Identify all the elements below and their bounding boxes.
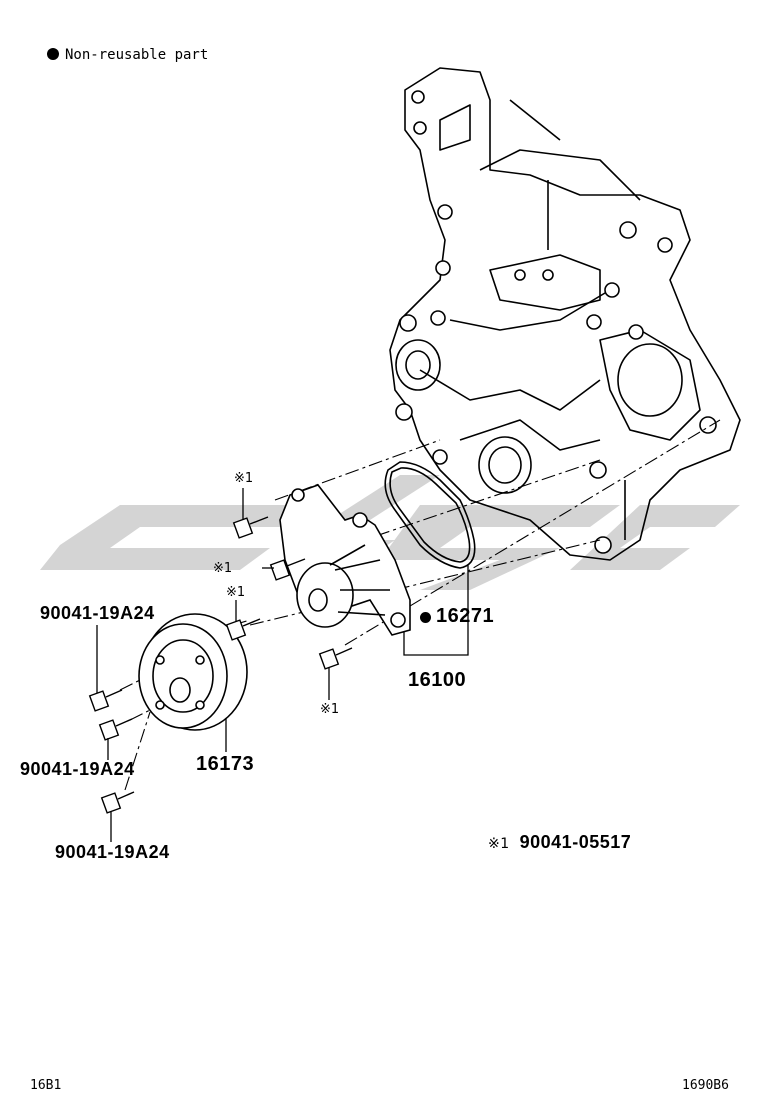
part-label-bolt-a[interactable]: 90041-19A24 bbox=[40, 603, 155, 623]
footnote-part[interactable]: 90041-05517 bbox=[519, 832, 632, 852]
cover-bolt-holes bbox=[395, 90, 717, 554]
bolt-2 bbox=[269, 558, 306, 581]
water-pump bbox=[279, 484, 411, 636]
pulley bbox=[138, 613, 248, 731]
callout-mark-2: ※1 bbox=[213, 561, 233, 576]
part-label-pulley[interactable]: 16173 bbox=[196, 753, 255, 775]
gasket bbox=[384, 461, 476, 569]
footer-right-code: 1690B6 bbox=[682, 1078, 729, 1093]
part-label-bolt-c[interactable]: 90041-19A24 bbox=[55, 842, 170, 862]
footnote-mark: ※1 bbox=[488, 836, 510, 852]
bolt-5 bbox=[88, 689, 123, 712]
bolt-6 bbox=[98, 718, 133, 741]
bolt-4 bbox=[318, 647, 353, 670]
callout-mark-1: ※1 bbox=[234, 471, 254, 486]
part-label-gasket[interactable]: 16271 bbox=[420, 605, 494, 628]
bolt-1 bbox=[232, 516, 269, 539]
footer-left-code: 16B1 bbox=[30, 1078, 62, 1093]
part-label-bolt-b[interactable]: 90041-19A24 bbox=[20, 759, 135, 779]
bolt-3 bbox=[225, 618, 261, 641]
non-reusable-dot-icon bbox=[47, 48, 59, 60]
leader-lines bbox=[96, 488, 469, 842]
non-reusable-dot-icon bbox=[420, 612, 431, 623]
legend: Non-reusable part bbox=[47, 47, 208, 63]
timing-cover bbox=[389, 67, 741, 561]
part-label-water-pump[interactable]: 16100 bbox=[408, 669, 467, 691]
legend-text: Non-reusable part bbox=[65, 47, 209, 63]
callout-mark-3: ※1 bbox=[226, 585, 246, 600]
footnote: ※1 90041-05517 bbox=[488, 832, 631, 853]
bolts bbox=[88, 516, 353, 814]
callout-mark-4: ※1 bbox=[320, 702, 340, 717]
bolt-7 bbox=[100, 791, 135, 814]
